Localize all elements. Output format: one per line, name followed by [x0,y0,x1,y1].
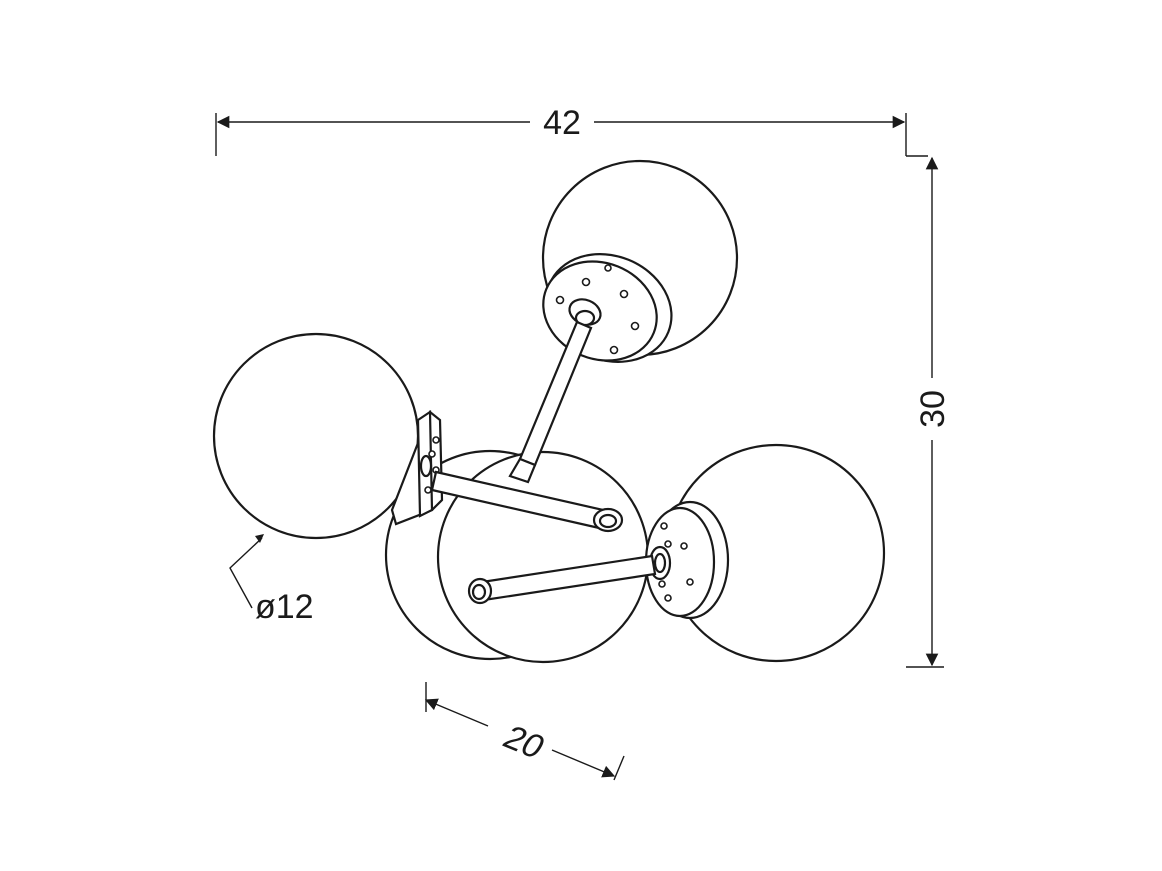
right-socket [644,500,730,620]
height-label: 30 [914,390,952,428]
height-dimension: 30 [906,156,952,668]
left-socket [390,409,444,526]
lamp-drawing [212,159,886,664]
globe-diameter-callout: ø12 [229,534,314,626]
top-arm [508,320,593,484]
width-dimension: 42 [215,104,928,157]
globe-diameter-label: ø12 [255,588,314,626]
left-arm [430,470,624,533]
depth-label: 20 [496,719,551,766]
right-arm [467,554,657,605]
width-label: 42 [543,104,581,142]
left-globe [212,332,420,540]
depth-dimension: 20 [424,682,625,781]
